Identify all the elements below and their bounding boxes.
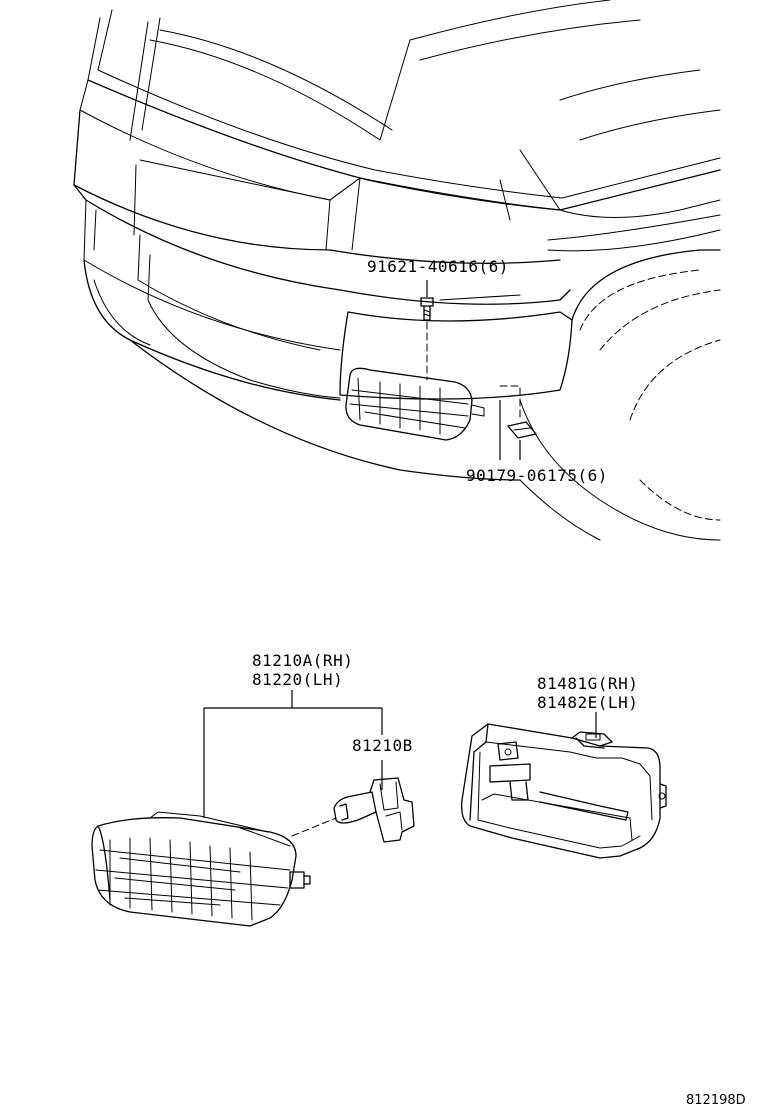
fog-lamp-icon	[91, 811, 311, 927]
diagram-code: 812198D	[686, 1093, 746, 1108]
bracket-rh-part-number: 81481G(RH)	[537, 674, 638, 693]
clip-nut-icon	[507, 421, 537, 439]
bracket-lh-part-number: 81482E(LH)	[537, 693, 638, 712]
lamp-leader-lines	[203, 690, 383, 818]
bulb-icon	[291, 777, 415, 843]
vehicle-front-illustration	[73, 0, 721, 541]
nut-part-number: 90179-06175(6)	[466, 466, 608, 485]
installed-lamp	[345, 367, 485, 441]
screw-part-number: 91621-40616(6)	[367, 257, 509, 276]
lamp-rh-part-number: 81210A(RH)	[252, 651, 353, 670]
screw-icon	[420, 297, 434, 321]
bracket-icon	[461, 723, 667, 859]
lamp-lh-part-number: 81220(LH)	[252, 670, 343, 689]
bulb-part-number: 81210B	[352, 736, 413, 755]
